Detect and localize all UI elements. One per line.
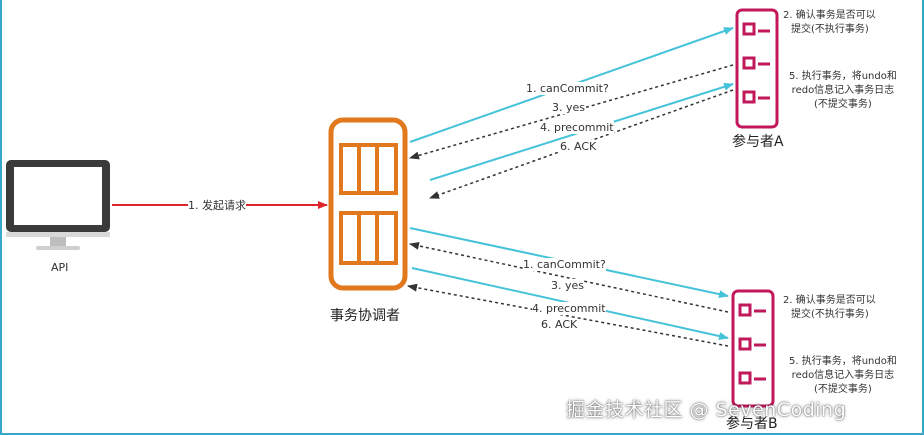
a-note-confirm: 2. 确认事务是否可以 提交(不执行事务) [783,9,876,37]
participant-a-label: 参与者A [732,134,784,150]
participant-b-label: 参与者B [726,416,778,432]
participant-a-icon [735,8,779,129]
a-note-confirm-line2: 提交(不执行事务) [791,24,869,35]
coordinator-label: 事务协调者 [330,308,400,324]
b-ack-label: 6. ACK [541,318,578,331]
a-note-execute-line2: redo信息记入事务日志 [791,85,895,96]
b-note-confirm-line2: 提交(不执行事务) [791,309,869,320]
a-note-execute: 5. 执行事务，将undo和 redo信息记入事务日志 (不提交事务) [789,70,897,112]
b-note-confirm: 2. 确认事务是否可以 提交(不执行事务) [783,294,876,322]
a-note-confirm-line1: 2. 确认事务是否可以 [783,10,876,21]
a-yes-label: 3. yes [552,101,585,114]
b-note-execute-line1: 5. 执行事务，将undo和 [789,356,897,367]
a-precommit-label: 4. precommit [540,121,614,134]
b-note-execute: 5. 执行事务，将undo和 redo信息记入事务日志 (不提交事务) [789,355,897,397]
a-note-execute-line3: (不提交事务) [814,99,872,110]
api-label: API [51,261,69,274]
participant-b-icon [731,289,775,408]
b-ack-arrow [407,283,729,347]
a-cancommit-label: 1. canCommit? [526,82,609,95]
b-precommit-label: 4. precommit [532,302,606,315]
b-note-confirm-line1: 2. 确认事务是否可以 [783,295,876,306]
monitor-icon [6,160,110,250]
b-yes-label: 3. yes [551,279,584,292]
a-ack-label: 6. ACK [560,140,597,153]
coordinator-icon [328,117,408,291]
b-note-execute-line3: (不提交事务) [814,384,872,395]
b-yes-arrow [409,241,729,313]
b-cancommit-label: 1. canCommit? [523,258,606,271]
request-label: 1. 发起请求 [188,199,246,212]
b-note-execute-line2: redo信息记入事务日志 [791,370,895,381]
watermark: 掘金技术社区 @ SevenCoding [566,399,847,421]
a-note-execute-line1: 5. 执行事务，将undo和 [789,71,897,82]
